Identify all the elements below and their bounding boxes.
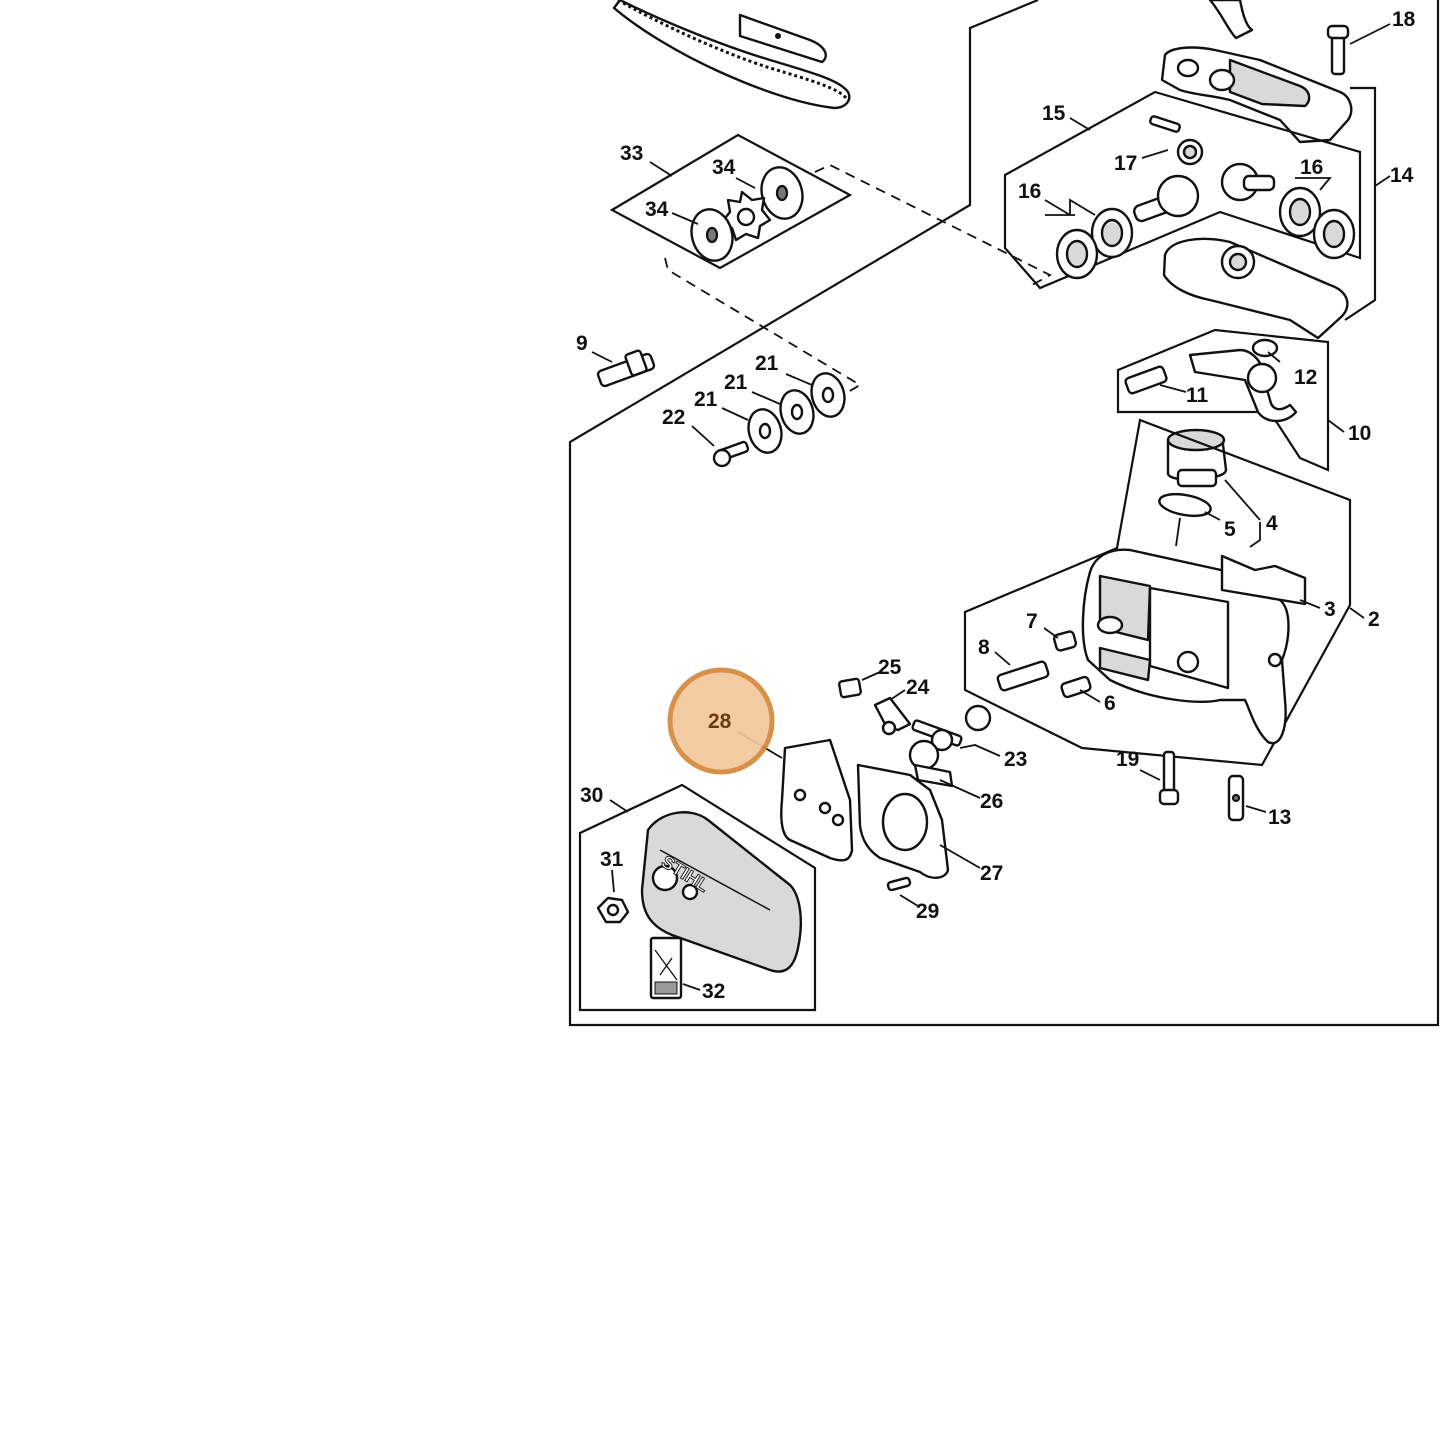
callout-12: 12	[1294, 366, 1317, 389]
screw-22	[712, 440, 750, 468]
callout-18: 18	[1392, 8, 1416, 31]
callout-21-left: 21	[694, 388, 718, 411]
washer-34-left	[690, 208, 734, 262]
callout-27: 27	[980, 862, 1003, 885]
housing-2	[1081, 548, 1290, 745]
callout-17: 17	[1114, 152, 1137, 175]
callout-22: 22	[662, 406, 685, 429]
decal-3	[1220, 554, 1307, 606]
gear-head-upper-housing	[1160, 0, 1353, 144]
box-33	[609, 133, 853, 270]
callout-32: 32	[702, 980, 725, 1003]
screw-18	[1326, 24, 1350, 76]
callout-7: 7	[1026, 610, 1038, 633]
saw-chain-and-bar	[612, 0, 851, 110]
box-30	[578, 783, 817, 1012]
warning-label-32	[649, 936, 683, 1000]
callout-34-upper: 34	[712, 156, 736, 179]
screw-19	[1158, 750, 1180, 806]
oil-pump-12	[1188, 338, 1298, 423]
slide-25	[838, 677, 862, 699]
sprocket-cover-30: STIHL	[640, 811, 803, 973]
callout-26: 26	[980, 790, 1003, 813]
callout-15: 15	[1042, 102, 1066, 125]
callout-24: 24	[906, 676, 930, 699]
box-10	[1116, 328, 1330, 472]
callout-8: 8	[978, 636, 990, 659]
screw-29	[886, 876, 912, 892]
tensioner-slide-24	[873, 696, 912, 736]
callout-11: 11	[1186, 384, 1209, 407]
gear-head-lower-housing	[1162, 237, 1349, 340]
o-ring-5	[1158, 492, 1212, 518]
tensioner-screw-23	[911, 704, 992, 752]
nut-31	[596, 896, 630, 924]
bearing-16-left-pair	[1055, 207, 1134, 280]
callout-23: 23	[1004, 748, 1027, 771]
callout-25: 25	[878, 656, 902, 679]
cover-plate-27	[856, 763, 950, 879]
callout-29: 29	[916, 900, 939, 923]
dashed-link-upper	[814, 164, 1052, 286]
oil-cap-4	[1166, 428, 1228, 488]
callout-13: 13	[1268, 806, 1291, 829]
callout-21-right: 21	[755, 352, 779, 375]
bearing-16-right-pair	[1278, 186, 1356, 260]
oil-hose-11	[1124, 365, 1168, 395]
frame-14	[1344, 86, 1377, 321]
callout-34-lower: 34	[645, 198, 669, 221]
callout-30: 30	[580, 784, 603, 807]
stud-8	[996, 660, 1050, 692]
bushing-7	[1052, 630, 1078, 652]
gear-shaft-17	[1133, 115, 1276, 223]
washers-21	[747, 372, 846, 454]
callout-21-middle: 21	[724, 371, 748, 394]
stud-9	[596, 349, 656, 388]
dashed-link-lower	[664, 257, 862, 393]
callout-19: 19	[1116, 748, 1139, 771]
adjuster-13	[1227, 774, 1245, 822]
leader-lines	[591, 23, 1391, 991]
highlight-circle[interactable]	[667, 667, 775, 775]
callout-3: 3	[1324, 598, 1336, 621]
guide-plate-28	[780, 738, 854, 862]
main-frame	[568, 0, 1440, 1027]
callout-10: 10	[1348, 422, 1371, 445]
callout-16-left: 16	[1018, 180, 1041, 203]
callout-6: 6	[1104, 692, 1116, 715]
box-15	[1003, 90, 1362, 290]
callout-5: 5	[1224, 518, 1236, 541]
callout-33: 33	[620, 142, 643, 165]
box-2	[963, 418, 1352, 767]
callout-4: 4	[1266, 512, 1278, 535]
callout-labels: 18 15 17 14 16 16 33 34 34 9 21 21 21 22…	[576, 8, 1416, 1003]
sprocket	[720, 190, 772, 242]
callout-2: 2	[1368, 608, 1380, 631]
callout-16-right: 16	[1300, 156, 1323, 179]
highlighted-callout-28[interactable]: 28	[667, 667, 775, 775]
callout-28: 28	[708, 710, 732, 733]
callout-9: 9	[576, 332, 588, 355]
callout-31: 31	[600, 848, 624, 871]
callout-14: 14	[1390, 164, 1414, 187]
